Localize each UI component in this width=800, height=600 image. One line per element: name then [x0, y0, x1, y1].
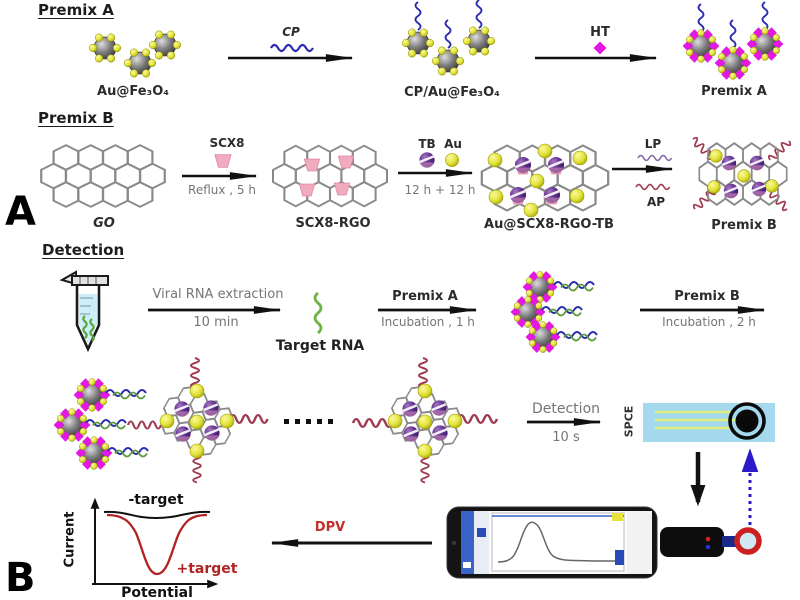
- go-lattice-icon: [41, 145, 165, 207]
- ht-arrow-label: HT: [590, 25, 610, 40]
- phone-dpv-curve: [497, 521, 618, 563]
- premix-a-product-label: Premix A: [701, 84, 767, 99]
- detection-step-label: Detection: [531, 401, 601, 417]
- current-axis-label: Current: [62, 511, 78, 568]
- cp-au-fe3o4-label: CP/Au@Fe₃O₄: [404, 85, 500, 100]
- lp-strand-icon: [637, 154, 673, 162]
- au-scx8-rgo-tb-lattice-icon: [482, 143, 608, 218]
- tb-au-reaction-arrow: [398, 152, 474, 177]
- scx8-cup-icon: [214, 154, 232, 168]
- incubation-2h-label: Incubation , 2 h: [662, 315, 756, 329]
- network-node-1: [153, 357, 269, 484]
- network-node-2: [351, 357, 499, 484]
- au-legend-label: Au: [444, 137, 462, 151]
- au-scx8-rgo-tb-label: Au@SCX8-RGO-TB: [484, 217, 614, 232]
- incubation-1h-label: Incubation , 1 h: [381, 315, 475, 329]
- with-target-label: +target: [176, 561, 238, 577]
- tb-legend-label: TB: [418, 137, 436, 151]
- premix-b-product-label: Premix B: [711, 218, 777, 233]
- premix-a-heading: Premix A: [38, 1, 114, 19]
- lp-arrow-label: LP: [644, 137, 662, 151]
- reflux-label: Reflux , 5 h: [188, 183, 256, 197]
- target-rna-icon: [313, 291, 323, 335]
- au-fe3o4-nanoparticles-icon: [88, 30, 182, 78]
- cp-reaction-arrow: [228, 43, 354, 62]
- premix-a-nanoparticles-icon: [683, 1, 784, 80]
- reader-dongle-icon: [660, 527, 762, 557]
- ellipsis-dots: [284, 419, 333, 424]
- cp-arrow-label: CP: [282, 25, 300, 39]
- ap-strand-icon: [635, 183, 671, 191]
- premix-b-lattice-icon: [689, 135, 793, 213]
- no-target-label: -target: [128, 492, 184, 508]
- dpv-graph-icon: [90, 497, 219, 589]
- incubation-12h-label: 12 h + 12 h: [404, 183, 476, 197]
- panel-a-letter: A: [5, 189, 36, 235]
- detection-time-label: 10 s: [552, 430, 580, 445]
- target-rna-label: Target RNA: [275, 338, 365, 354]
- no-target-curve: [103, 510, 211, 520]
- spce-electrode-icon: [643, 402, 775, 442]
- captured-rna-nanoparticles-icon: [511, 271, 598, 353]
- cp-au-fe3o4-nanoparticles-icon: [401, 0, 496, 76]
- ht-reaction-arrow: [535, 41, 658, 62]
- sample-tube-icon: [59, 270, 109, 353]
- sandwich-network-icon: [54, 357, 499, 484]
- spce-label: SPCE: [622, 405, 636, 438]
- dpv-label: DPV: [314, 520, 346, 535]
- go-label: GO: [93, 216, 115, 231]
- ap-arrow-label: AP: [646, 195, 666, 209]
- viral-rna-extraction-label: Viral RNA extraction: [152, 287, 284, 302]
- extraction-time-label: 10 min: [193, 315, 239, 330]
- lp-ap-reaction-arrow: [612, 154, 674, 191]
- spce-clamp-icon: [734, 527, 762, 555]
- scx8-rgo-lattice-icon: [273, 146, 387, 207]
- tb-sphere-icon: [419, 152, 435, 168]
- ht-diamond-icon: [593, 41, 607, 55]
- au-sphere-icon: [445, 153, 459, 167]
- au-fe3o4-label: Au@Fe₃O₄: [97, 84, 169, 99]
- scx8-reaction-arrow: [182, 154, 258, 180]
- scx8-arrow-label: SCX8: [209, 136, 245, 150]
- with-target-curve: [106, 513, 208, 576]
- premix-a-step-label: Premix A: [392, 289, 458, 304]
- scx8-rgo-label: SCX8-RGO: [295, 216, 371, 231]
- cp-strand-icon: [269, 43, 315, 53]
- panel-b-letter: B: [5, 555, 36, 600]
- detection-heading: Detection: [42, 241, 125, 259]
- premix-b-heading: Premix B: [38, 109, 114, 127]
- smartphone-icon: [446, 506, 658, 579]
- potential-axis-label: Potential: [121, 585, 193, 600]
- premix-b-step-label: Premix B: [674, 289, 740, 304]
